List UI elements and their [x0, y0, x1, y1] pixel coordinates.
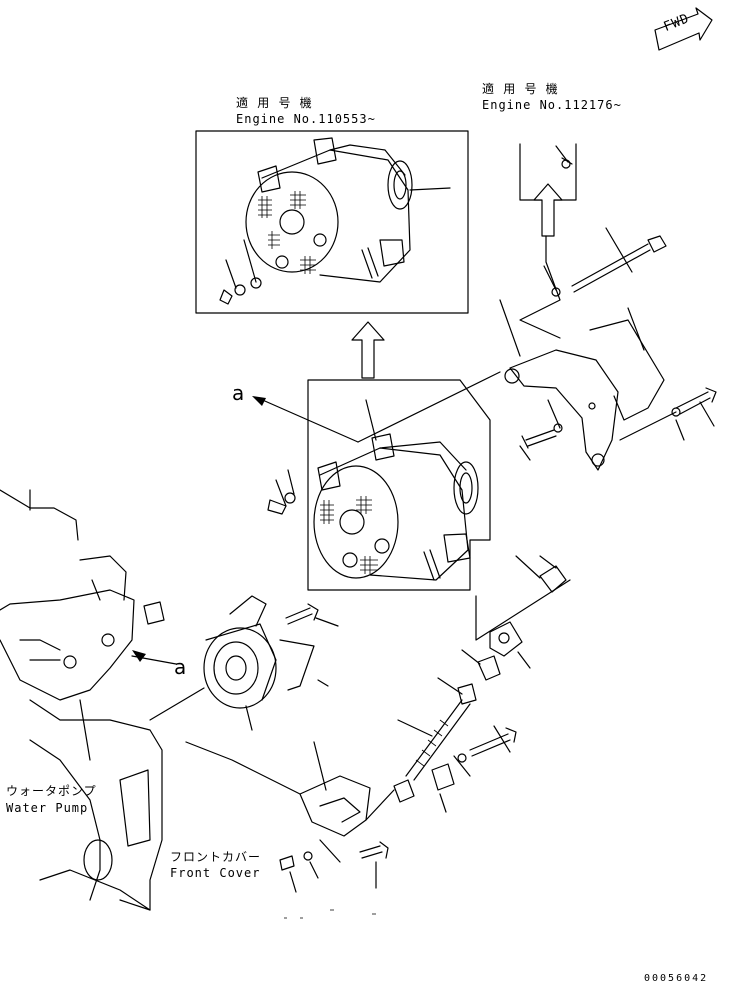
adjusting-link-drawing	[393, 555, 571, 813]
alternator-drawing	[267, 399, 479, 581]
mounting-bracket-drawing	[357, 299, 717, 471]
pulley-drawing	[149, 595, 339, 731]
lower-bracket-drawing	[185, 741, 395, 893]
front-cover-en-label: Front Cover	[170, 866, 261, 880]
view-a-label-side: a	[174, 655, 187, 679]
water-pump-jp-label: ウォータポンプ	[6, 784, 97, 798]
engine-block-drawing	[0, 489, 165, 911]
alternator-variant-drawing	[219, 137, 451, 305]
water-pump-en-label: Water Pump	[6, 801, 89, 815]
fwd-arrow-icon	[654, 7, 713, 51]
applicable-label-112176: 適 用 号 機	[482, 82, 559, 96]
up-arrow-icon	[351, 321, 385, 379]
variant-frame-110553	[195, 130, 469, 314]
main-frame	[307, 379, 491, 591]
front-cover-jp-label: フロントカバー	[170, 850, 262, 864]
engine-no-112176: Engine No.112176~	[482, 98, 622, 112]
engine-no-110553: Engine No.110553~	[236, 112, 376, 126]
applicable-label-110553: 適 用 号 機	[236, 96, 313, 110]
view-a-label-top: a	[232, 381, 245, 405]
drawing-number: 00056042	[644, 973, 709, 984]
up-arrow-small-icon	[533, 183, 563, 237]
